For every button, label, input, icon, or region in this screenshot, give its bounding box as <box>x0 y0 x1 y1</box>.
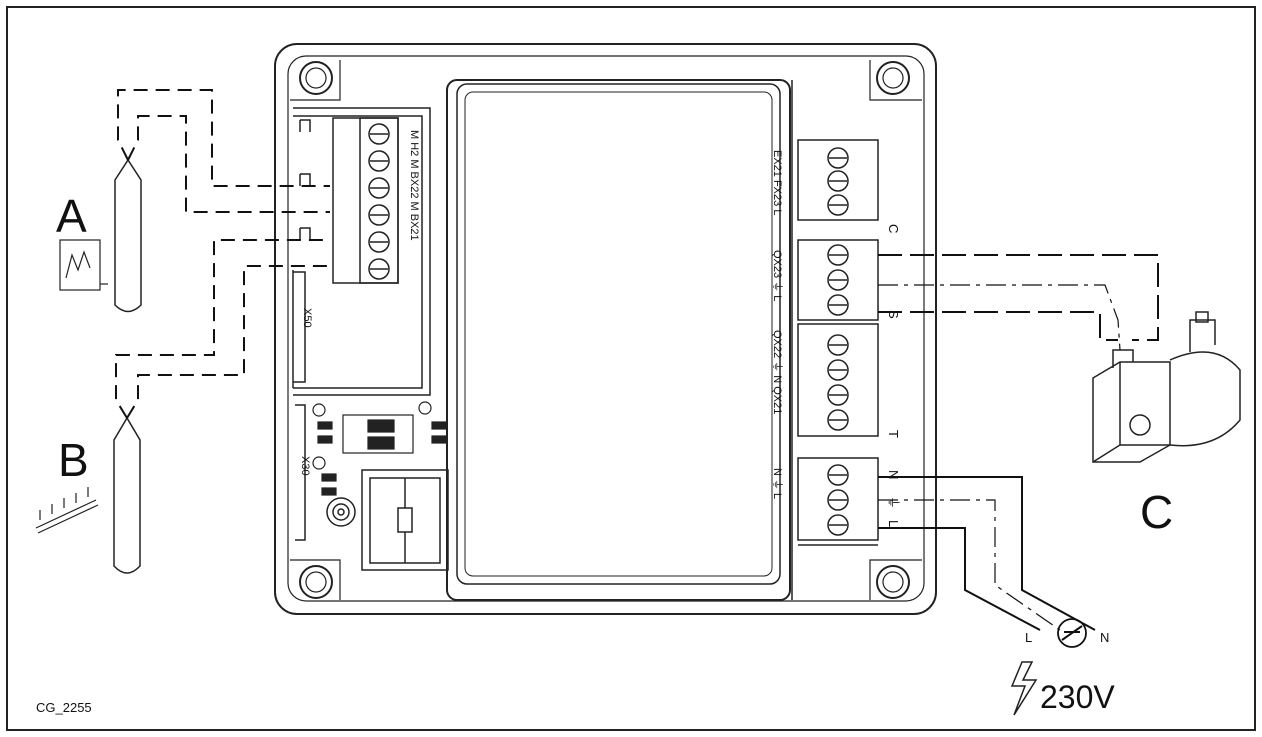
dip-switch <box>312 401 447 496</box>
terminal-screw <box>368 231 390 253</box>
terminal-screw <box>827 194 849 216</box>
circulation-pump <box>1092 311 1241 463</box>
terminal-screw <box>827 269 849 291</box>
supply-n-label: N <box>1100 630 1109 645</box>
terminal-screw <box>368 177 390 199</box>
sensor-a <box>59 158 142 313</box>
sensor-b <box>35 416 141 574</box>
terminal-screw <box>827 489 849 511</box>
terminal-screw <box>827 294 849 316</box>
controller-module <box>274 43 937 615</box>
terminal-t: T <box>886 430 901 438</box>
terminal-screw <box>368 123 390 145</box>
right-power-labels: N ⏚ L <box>771 468 784 499</box>
mount-hole-br <box>876 565 910 599</box>
terminal-n: N <box>886 470 901 479</box>
mount-hole-bl <box>299 565 333 599</box>
terminal-l: L <box>886 520 901 527</box>
power-wires <box>878 476 1096 648</box>
right-terminal-blocks <box>791 80 879 600</box>
lightning-icon <box>1010 661 1038 716</box>
mount-hole-tl <box>299 61 333 95</box>
left-terminal-labels: M H2 M BX22 M BX21 <box>408 130 420 241</box>
voltage-label: 230V <box>1040 679 1115 715</box>
sensor-wires <box>115 89 330 419</box>
left-board <box>292 107 431 541</box>
terminal-screw <box>368 204 390 226</box>
mount-hole-tr <box>876 61 910 95</box>
label-c: C <box>1140 486 1173 538</box>
terminal-screw <box>827 170 849 192</box>
terminal-screw <box>827 409 849 431</box>
terminal-screw <box>827 359 849 381</box>
terminal-screw <box>827 147 849 169</box>
fuse-holder <box>326 469 449 571</box>
central-cover <box>446 79 791 601</box>
x30-label: X30 <box>299 456 311 476</box>
terminal-screw <box>827 384 849 406</box>
terminal-screw <box>827 334 849 356</box>
x50-label: X50 <box>301 308 313 328</box>
pump-wires <box>878 254 1159 351</box>
terminal-pe: ⏚ <box>886 496 901 509</box>
figure-code: CG_2255 <box>36 700 92 715</box>
supply-l-label: L <box>1025 630 1032 645</box>
right-qx23-labels: QX23 ⏚ L <box>771 250 784 301</box>
right-qx22-labels: QX22 ⏚ N QX21 <box>771 330 784 414</box>
left-terminal-block <box>299 117 399 284</box>
terminal-screw <box>368 150 390 172</box>
label-b: B <box>58 434 89 486</box>
solar-collector-icon <box>35 487 99 534</box>
terminal-screw <box>827 514 849 536</box>
right-top-labels: EX21 FX23 L <box>771 150 783 215</box>
terminal-screw <box>827 244 849 266</box>
terminal-screw <box>368 258 390 280</box>
boiler-symbol-icon <box>59 239 101 291</box>
label-a: A <box>56 190 87 242</box>
terminal-s: S <box>886 310 901 319</box>
figure-frame <box>6 6 1256 731</box>
terminal-screw <box>827 464 849 486</box>
terminal-c: C <box>886 224 901 233</box>
